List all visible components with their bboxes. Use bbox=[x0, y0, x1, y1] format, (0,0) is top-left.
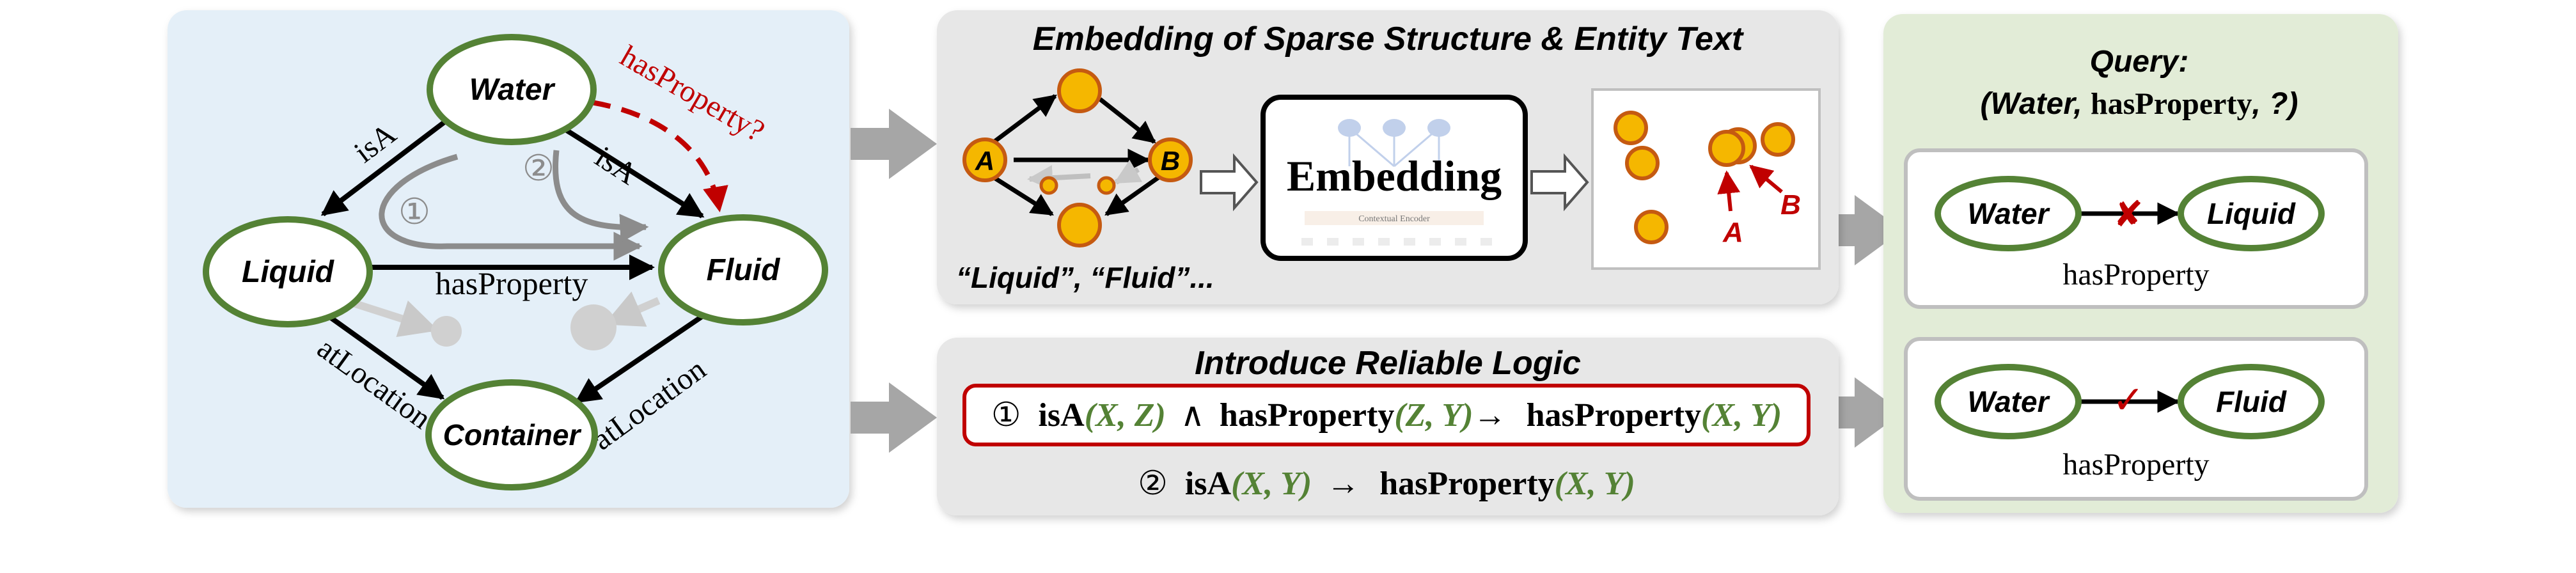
rule2-arrow: → bbox=[1326, 466, 1360, 502]
query-open: (Water, bbox=[1981, 87, 2091, 121]
faded-blob-right bbox=[570, 304, 617, 350]
rule2: ② isA(X, Y) → hasProperty(X, Y) bbox=[1138, 466, 1635, 502]
encoder-sub-label: Contextual Encoder bbox=[1358, 214, 1430, 224]
kg-panel bbox=[168, 10, 849, 508]
card1-head-node bbox=[1935, 176, 2082, 251]
mini-edge-faded-1 bbox=[1027, 165, 1091, 191]
mini-edge-faded-2 bbox=[1113, 159, 1143, 185]
card2-head-node bbox=[1935, 364, 2082, 439]
edge-query-dashed bbox=[591, 100, 728, 212]
card1-tail-node bbox=[2178, 176, 2325, 251]
result-point-3 bbox=[1634, 210, 1669, 244]
faded-blob-left bbox=[431, 316, 462, 347]
faded-arrow-right bbox=[604, 291, 661, 327]
card2-tail-label: Fluid bbox=[2216, 385, 2287, 418]
rule2-pred2: hasProperty bbox=[1379, 466, 1554, 502]
query-close: , ?) bbox=[2251, 87, 2298, 121]
rule1-marker: ① bbox=[991, 397, 1021, 434]
mini-edge-a-top bbox=[989, 94, 1057, 146]
card1-reject-icon: ✘ bbox=[2114, 194, 2144, 235]
faded-arrow-left bbox=[344, 297, 439, 338]
embedding-title: Embedding of Sparse Structure & Entity T… bbox=[1033, 20, 1745, 58]
edge-water-liquid bbox=[320, 111, 457, 217]
connector-arrow-query-top bbox=[1816, 195, 1903, 265]
mini-node-b-label: B bbox=[1161, 146, 1180, 176]
rule1-arrow: → bbox=[1473, 397, 1507, 434]
path-two-marker: ② bbox=[522, 149, 554, 189]
mini-node-a-label: A bbox=[975, 146, 994, 176]
rule1-pred1: isA bbox=[1038, 397, 1085, 434]
path-two-arrow bbox=[553, 150, 649, 243]
edge-water-fluid bbox=[561, 125, 705, 219]
mini-node-small-1 bbox=[1039, 176, 1058, 195]
mini-edge-top-b bbox=[1098, 97, 1156, 144]
card2-relation: hasProperty bbox=[2062, 448, 2209, 482]
card1-tail-label: Liquid bbox=[2207, 197, 2296, 230]
rule1-args2: (Z, Y) bbox=[1394, 397, 1473, 434]
node-container bbox=[425, 379, 598, 491]
mini-node-top bbox=[1057, 68, 1102, 113]
encoder-label: Embedding bbox=[1287, 152, 1502, 200]
rule2-pred1: isA bbox=[1185, 466, 1232, 502]
card2-accept-icon: ✓ bbox=[2112, 378, 2144, 423]
encoder-mini-network bbox=[1301, 119, 1492, 246]
card1-relation: hasProperty bbox=[2062, 258, 2209, 292]
node-liquid bbox=[203, 216, 373, 327]
rule1-args3: (X, Y) bbox=[1701, 397, 1782, 434]
result-point-1 bbox=[1614, 111, 1648, 145]
rule2-marker: ② bbox=[1138, 466, 1168, 502]
mini-node-a bbox=[962, 137, 1007, 182]
card2-head-label: Water bbox=[1968, 385, 2050, 418]
node-container-label: Container bbox=[443, 418, 582, 451]
connector-arrow-top bbox=[851, 109, 937, 179]
hollow-arrow-1 bbox=[1200, 153, 1259, 212]
rule1: ① isA(X, Z) ∧ hasProperty(Z, Y)→ hasProp… bbox=[991, 397, 1782, 434]
mini-node-small-2 bbox=[1097, 176, 1116, 195]
mini-node-bottom bbox=[1057, 203, 1102, 247]
result-point-a bbox=[1708, 130, 1745, 167]
connector-arrow-bottom bbox=[851, 382, 937, 453]
mini-edge-b-bottom bbox=[1104, 174, 1163, 216]
card2-tail-node bbox=[2178, 364, 2325, 439]
result-label-b: B bbox=[1780, 189, 1801, 221]
result-arrow-a bbox=[1717, 170, 1741, 212]
rule1-pred2: hasProperty bbox=[1220, 397, 1394, 434]
hollow-arrow-2 bbox=[1530, 153, 1589, 212]
result-point-2 bbox=[1625, 146, 1660, 180]
label-liquid-fluid: hasProperty bbox=[436, 265, 588, 301]
rule1-pred3: hasProperty bbox=[1527, 397, 1701, 434]
rule2-args1: (X, Y) bbox=[1231, 466, 1312, 502]
result-arrow-b bbox=[1749, 164, 1783, 194]
logic-title: Introduce Reliable Logic bbox=[1195, 345, 1581, 382]
query-relation: hasProperty bbox=[2091, 87, 2252, 121]
entity-text: “Liquid”, “Fluid”... bbox=[956, 261, 1214, 294]
result-label-a: A bbox=[1722, 217, 1743, 248]
rule1-and: ∧ bbox=[1181, 397, 1205, 434]
query-triple: (Water, hasProperty, ?) bbox=[1981, 87, 2298, 121]
path-one-arrow bbox=[379, 153, 643, 261]
query-title: Query: bbox=[2090, 45, 2189, 79]
edge-liquid-container bbox=[321, 310, 445, 400]
node-fluid-label: Fluid bbox=[707, 253, 781, 287]
result-point-5 bbox=[1761, 122, 1795, 157]
node-liquid-label: Liquid bbox=[242, 255, 335, 289]
connector-arrow-query-bottom bbox=[1816, 377, 1903, 448]
rule2-args2: (X, Y) bbox=[1555, 466, 1635, 502]
node-fluid bbox=[658, 214, 828, 326]
rule1-box bbox=[962, 384, 1810, 446]
edge-fluid-container bbox=[574, 311, 709, 404]
mini-node-b bbox=[1148, 137, 1193, 182]
rule1-args1: (X, Z) bbox=[1085, 397, 1166, 434]
node-water bbox=[427, 34, 597, 145]
mini-edge-a-bottom bbox=[990, 174, 1054, 216]
path-one-marker: ① bbox=[398, 192, 430, 232]
card1-head-label: Water bbox=[1968, 197, 2050, 230]
node-water-label: Water bbox=[469, 73, 556, 107]
